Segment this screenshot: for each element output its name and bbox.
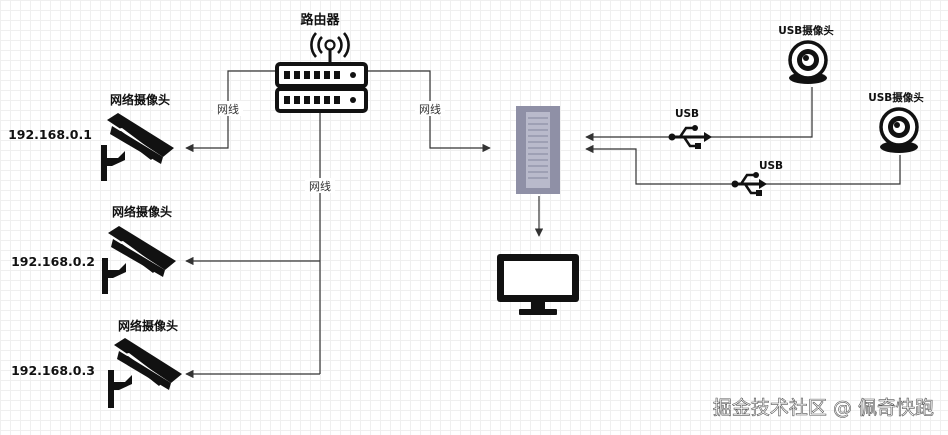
camera-3-ip: 192.168.0.3 [11, 363, 95, 378]
network-camera-2: 网络摄像头 192.168.0.2 [11, 204, 176, 294]
camera-1-ip: 192.168.0.1 [8, 127, 92, 142]
camera-2-ip: 192.168.0.2 [11, 254, 95, 269]
usb-label-1: USB [675, 108, 699, 120]
edge-label-router-down: 网线 [309, 179, 331, 193]
connections [185, 70, 901, 379]
watermark: 掘金技术社区 @ 佩奇快跑 [713, 397, 934, 419]
network-camera-3: 网络摄像头 192.168.0.3 [11, 318, 182, 408]
usb-camera-2: USB摄像头 [868, 91, 924, 153]
edge-labels: 网线 网线 网线 [213, 101, 445, 193]
cctv-camera-icon [101, 113, 174, 181]
usb-link-2: USB [731, 160, 783, 196]
camera-1-label: 网络摄像头 [110, 92, 170, 107]
network-camera-1: 网络摄像头 192.168.0.1 [8, 92, 174, 181]
monitor-icon [497, 254, 579, 315]
camera-2-label: 网络摄像头 [112, 204, 172, 219]
edge-label-router-server: 网线 [419, 102, 441, 116]
cctv-camera-icon [102, 226, 176, 294]
router-label: 路由器 [300, 12, 340, 28]
usb-camera-2-label: USB摄像头 [868, 91, 924, 104]
cctv-camera-icon [108, 338, 182, 408]
router: 路由器 [275, 12, 368, 113]
usb-camera-1-label: USB摄像头 [778, 24, 834, 37]
usb-icon [731, 172, 767, 196]
webcam-icon [788, 40, 828, 84]
server-tower-icon [516, 106, 560, 194]
edge-label-router-cam1: 网线 [217, 102, 239, 116]
camera-3-label: 网络摄像头 [118, 318, 178, 333]
webcam-icon [879, 107, 919, 153]
edge-usbcam1-server [585, 87, 813, 142]
router-device-icon [275, 62, 368, 113]
usb-link-1: USB [668, 108, 712, 149]
usb-camera-1: USB摄像头 [778, 24, 834, 84]
usb-label-2: USB [759, 160, 783, 172]
usb-icon [668, 125, 712, 149]
wifi-antenna-icon [310, 32, 350, 64]
edge-usbcam2-server [585, 144, 901, 185]
